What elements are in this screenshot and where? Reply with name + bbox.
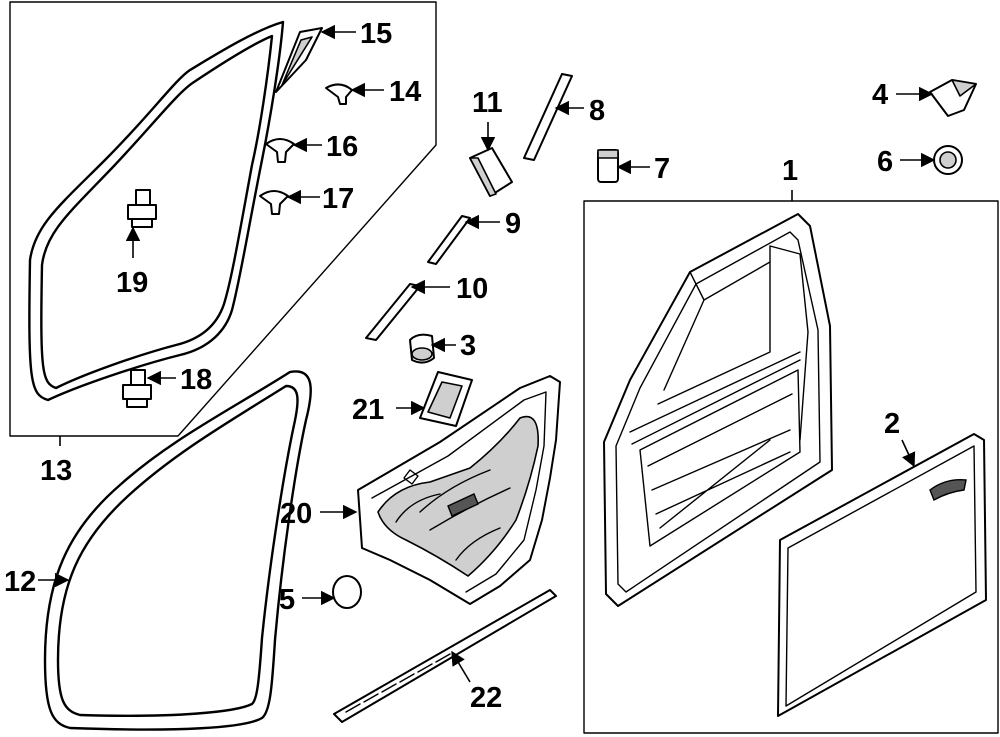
callout-2: 2: [884, 408, 900, 440]
leader-arrows: [38, 24, 936, 683]
callout-18: 18: [180, 364, 212, 396]
trim-15: [275, 27, 323, 93]
door-shell-1: [603, 213, 833, 607]
callout-21: 21: [352, 394, 384, 426]
callout-14: 14: [389, 76, 421, 108]
strip-9: [427, 215, 471, 265]
block-7: [597, 149, 619, 183]
bezel-21: [419, 371, 473, 427]
bracket-11: [469, 147, 513, 197]
callout-8: 8: [589, 95, 605, 127]
clip-17: [259, 190, 289, 215]
weatherstrip-12: [43, 370, 312, 731]
fastener-18: [122, 369, 152, 408]
callout-12: 12: [4, 566, 36, 598]
callout-9: 9: [505, 208, 521, 240]
grommet-6: [933, 145, 963, 175]
callout-20: 20: [280, 498, 312, 530]
trim-panel-20: [357, 375, 561, 605]
molding-22: [333, 589, 557, 723]
fastener-19: [127, 189, 157, 228]
clip-14: [325, 83, 353, 105]
weatherstrip-13: [28, 20, 285, 402]
callout-19: 19: [116, 267, 148, 299]
bracket-4: [929, 79, 977, 117]
callout-1: 1: [782, 155, 798, 187]
strip-10: [365, 283, 421, 341]
callout-4: 4: [872, 79, 888, 111]
callout-13: 13: [40, 455, 72, 487]
callout-22: 22: [470, 682, 502, 714]
callout-6: 6: [877, 146, 893, 178]
callout-7: 7: [654, 153, 670, 185]
bumper-3: [409, 333, 435, 364]
inset-box-13: [9, 1, 437, 437]
callout-5: 5: [279, 584, 295, 616]
callout-10: 10: [456, 273, 488, 305]
callout-11: 11: [472, 87, 503, 119]
outer-panel-2: [777, 433, 987, 717]
cap-5: [332, 575, 362, 609]
channel-8: [523, 73, 573, 161]
callout-labels: 1 2 3 4 5 6 7 8 9 10 11 12 13 14 15 16 1…: [4, 18, 900, 714]
clip-16: [265, 138, 295, 163]
door-box-1: [583, 200, 999, 734]
callout-16: 16: [326, 131, 358, 163]
callout-15: 15: [360, 18, 392, 50]
callout-17: 17: [322, 183, 354, 215]
callout-3: 3: [460, 330, 476, 362]
